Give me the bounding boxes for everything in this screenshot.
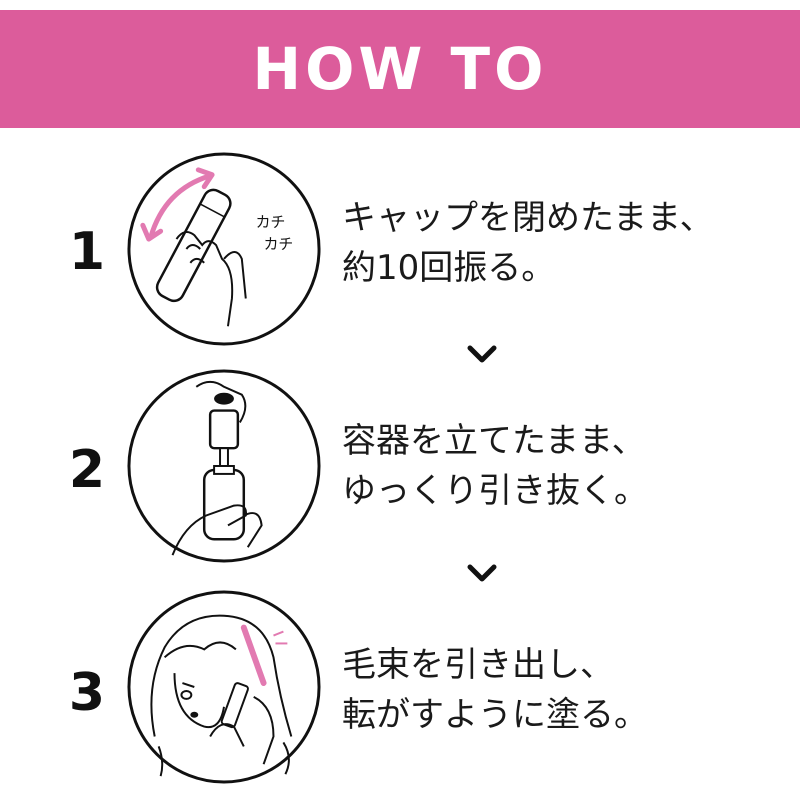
step-1-line-1: キャップを閉めたまま、 (342, 198, 714, 238)
shake-illustration: カチ カチ (127, 152, 321, 346)
step-1-number: 1 (68, 222, 106, 282)
step-1-line-2: 約10回振る。 (342, 248, 556, 288)
chevron-down-icon (467, 564, 497, 582)
header-banner: HOW TO (0, 10, 800, 128)
step-2-text: 容器を立てたまま、 ゆっくり引き抜く。 (342, 416, 792, 516)
step-2-line-2: ゆっくり引き抜く。 (342, 471, 648, 511)
step-2-number: 2 (68, 440, 106, 500)
chevron-down-icon (467, 345, 497, 363)
apply-hair-illustration (127, 590, 321, 784)
step-3-line-2: 転がすように塗る。 (342, 695, 648, 735)
step-3-text: 毛束を引き出し、 転がすように塗る。 (342, 640, 792, 740)
page-title: HOW TO (252, 35, 548, 103)
sound-effect-2: カチ (264, 235, 294, 253)
step-1-text: キャップを閉めたまま、 約10回振る。 (342, 193, 792, 293)
pull-out-illustration (127, 369, 321, 563)
step-3-line-1: 毛束を引き出し、 (342, 645, 614, 685)
step-2-line-1: 容器を立てたまま、 (342, 421, 646, 461)
sound-effect-1: カチ (256, 213, 286, 231)
step-3-number: 3 (68, 663, 106, 723)
